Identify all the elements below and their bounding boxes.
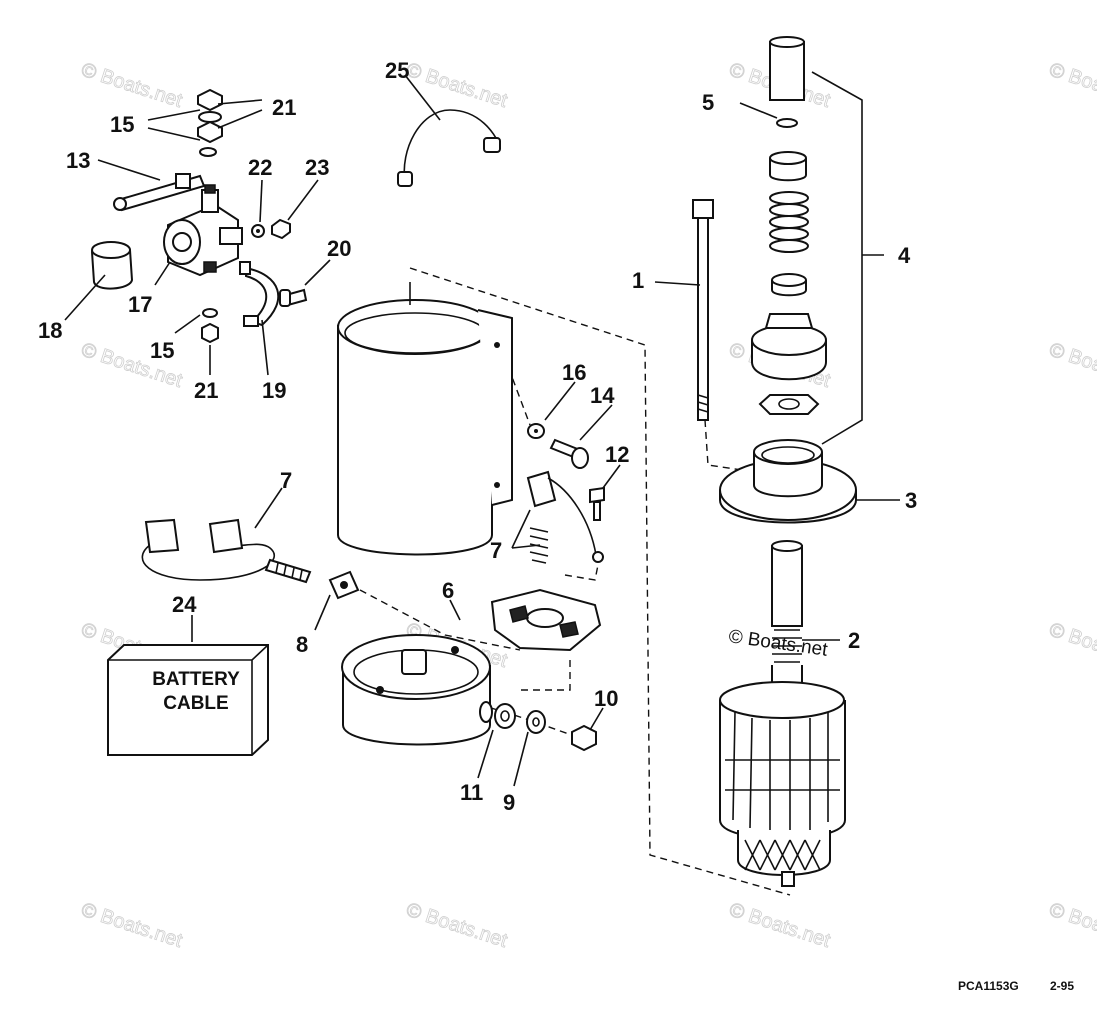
- lead-wire-part: [397, 109, 501, 187]
- frame-housing-part: [337, 299, 513, 556]
- callout-23: 23: [305, 155, 329, 180]
- through-bolt-part: [654, 199, 714, 421]
- assembly-line-frame: [409, 267, 791, 896]
- callout-13: 13: [66, 148, 90, 173]
- callout-9: 9: [503, 790, 515, 815]
- callout-7-left: 7: [280, 468, 292, 493]
- callout-7-right: 7: [490, 538, 502, 563]
- watermark: © Boats.net: [403, 59, 510, 112]
- assembly-line-bolt: [704, 419, 743, 471]
- callout-17: 17: [128, 292, 152, 317]
- callout-22: 22: [248, 155, 272, 180]
- battery-cable-part: BATTERY CABLE: [107, 644, 269, 756]
- callout-10: 10: [594, 686, 618, 711]
- callout-4: 4: [898, 243, 911, 268]
- callout-21-bottom: 21: [194, 378, 218, 403]
- callout-2: 2: [848, 628, 860, 653]
- callout-24: 24: [172, 592, 197, 617]
- solenoid-part: [90, 88, 308, 344]
- drive-end-cap-part: [719, 439, 900, 524]
- endcap-hardware-parts: [494, 703, 597, 752]
- brush-cable-part: [141, 518, 312, 584]
- watermark: © Boats.net: [1046, 59, 1097, 112]
- callout-20: 20: [327, 236, 351, 261]
- callout-21-top: 21: [272, 95, 296, 120]
- small-hardware-parts: [527, 423, 605, 521]
- armature-part: [719, 540, 846, 887]
- callout-labels: 1 2 3 4 5 6 7 7 8 9 10 11 12 13 14 15 15…: [38, 58, 917, 815]
- callout-15-top: 15: [110, 112, 134, 137]
- assembly-line-brushplate-lower: [520, 660, 571, 691]
- brush-plate-part: [490, 588, 602, 652]
- callout-12: 12: [605, 442, 629, 467]
- brush-parts: [526, 470, 604, 564]
- watermarks: © Boats.net © Boats.net © Boats.net © Bo…: [78, 58, 1097, 952]
- copyright-label: © Boats.net: [727, 626, 829, 661]
- callout-1: 1: [632, 268, 644, 293]
- callout-15-bottom: 15: [150, 338, 174, 363]
- assembly-line-terminal: [359, 589, 521, 651]
- terminal-part: [328, 570, 360, 600]
- watermark: © Boats.net: [1046, 339, 1097, 392]
- callout-19: 19: [262, 378, 286, 403]
- leader-lines: [64, 74, 778, 787]
- callout-6: 6: [442, 578, 454, 603]
- callout-18: 18: [38, 318, 62, 343]
- watermark: © Boats.net: [78, 59, 185, 112]
- callout-5: 5: [702, 90, 714, 115]
- assembly-line-brushplate: [564, 564, 599, 581]
- footer-code: PCA1153G: [958, 979, 1019, 993]
- end-cap-part: [341, 634, 493, 746]
- callout-25: 25: [385, 58, 409, 83]
- callout-3: 3: [905, 488, 917, 513]
- battery-cable-text-line2: CABLE: [163, 693, 228, 714]
- watermark: © Boats.net: [1046, 899, 1097, 952]
- watermark: © Boats.net: [403, 899, 510, 952]
- callout-8: 8: [296, 632, 308, 657]
- watermark: © Boats.net: [78, 899, 185, 952]
- footer-date: 2-95: [1050, 979, 1074, 993]
- callout-11: 11: [460, 780, 483, 805]
- battery-cable-text-line1: BATTERY: [152, 669, 240, 690]
- watermark: © Boats.net: [1046, 619, 1097, 672]
- callout-14: 14: [590, 383, 615, 408]
- drive-assembly-part: [751, 36, 884, 445]
- callout-16: 16: [562, 360, 586, 385]
- watermark: © Boats.net: [726, 899, 833, 952]
